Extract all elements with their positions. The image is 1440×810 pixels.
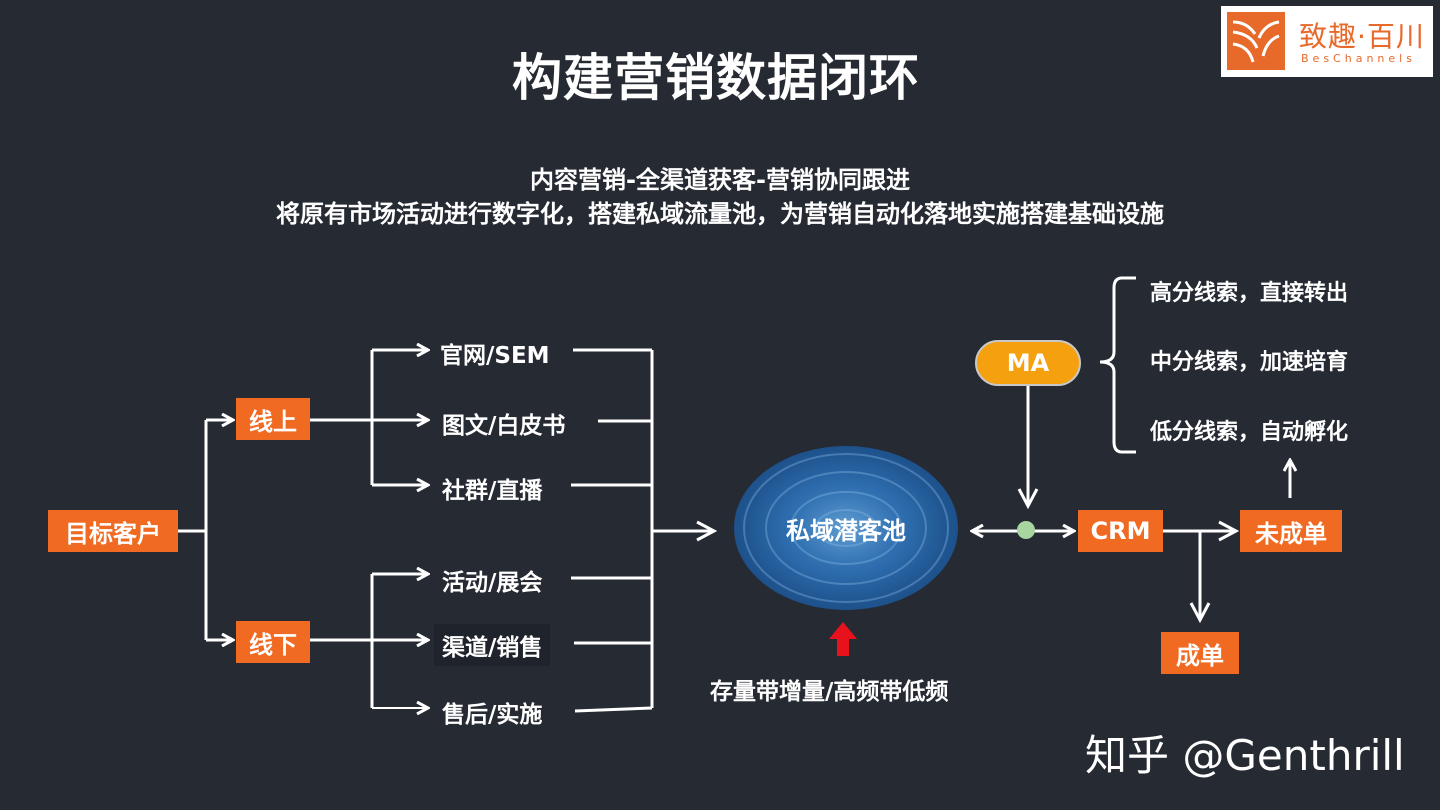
branch-offline: 线下 — [236, 621, 310, 663]
pool-note: 存量带增量/高频带低频 — [710, 679, 949, 705]
channel-offline-3: 售后/实施 — [442, 702, 543, 728]
closed-node: 成单 — [1161, 632, 1239, 674]
connector-dot — [1017, 521, 1035, 539]
channel-online-1: 官网/SEM — [440, 343, 550, 369]
not-closed-node: 未成单 — [1240, 510, 1342, 552]
ma-node: MA — [975, 340, 1081, 386]
lead-high: 高分线索，直接转出 — [1150, 281, 1349, 306]
crm-node: CRM — [1078, 510, 1163, 552]
logo-mark-icon — [1227, 12, 1285, 70]
channel-offline-2: 渠道/销售 — [434, 624, 551, 666]
channel-offline-1: 活动/展会 — [442, 570, 543, 596]
root-target-customers: 目标客户 — [48, 510, 178, 552]
red-up-arrow-icon — [829, 622, 857, 656]
logo-text-en: BesChannels — [1301, 52, 1416, 65]
brand-logo: 致趣·百川 BesChannels — [1221, 6, 1433, 77]
pool-texture — [743, 453, 949, 603]
channel-online-3: 社群/直播 — [442, 478, 543, 504]
channel-online-2: 图文/白皮书 — [442, 413, 566, 439]
branch-online: 线上 — [236, 398, 310, 440]
subtitle-line-2: 将原有市场活动进行数字化，搭建私域流量池，为营销自动化落地实施搭建基础设施 — [276, 200, 1164, 228]
subtitle-line-1: 内容营销-全渠道获客-营销协同跟进 — [530, 166, 910, 194]
lead-low: 低分线索，自动孵化 — [1150, 420, 1349, 445]
private-lead-pool: 私域潜客池 — [734, 446, 958, 610]
pool-label: 私域潜客池 — [786, 516, 906, 545]
page-title: 构建营销数据闭环 — [512, 49, 920, 107]
watermark: 知乎 @Genthrill — [1085, 731, 1405, 780]
lead-medium: 中分线索，加速培育 — [1150, 350, 1349, 375]
logo-text-cn: 致趣·百川 — [1299, 20, 1425, 53]
